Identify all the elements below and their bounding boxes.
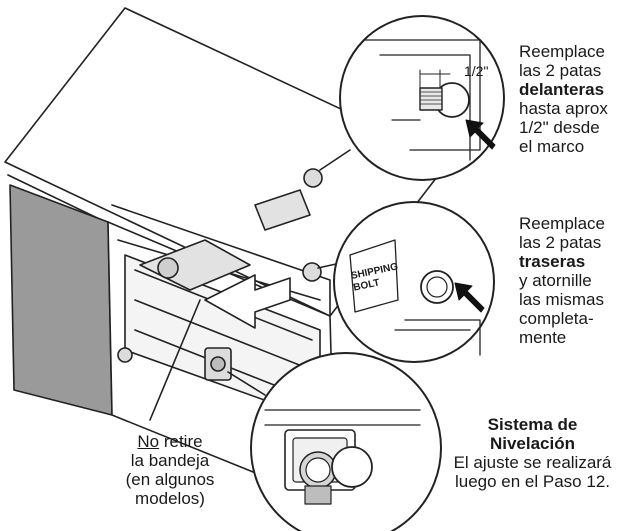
tray-note-line4: modelos) [135,489,205,508]
rear-legs-line3: traseras [519,252,586,271]
tray-leader-line [149,299,201,421]
rear-legs-line6: completa- [519,309,594,328]
leveling-line2: luego en el Paso 12. [454,472,610,491]
rear-leg-zoom-circle [333,201,495,363]
tray-note-no: No [137,432,160,451]
appliance-side-panel [9,184,113,416]
front-leg-marker [303,168,323,188]
leveling-title-line1: Sistema de [487,415,578,434]
rear-legs-line2: las 2 patas [519,233,602,252]
tray-note: No retire la bandeja (en algunos modelos… [100,432,240,508]
front-legs-line6: el marco [519,137,585,156]
rear-legs-line1: Reemplace [519,214,605,233]
rear-legs-line7: mente [519,328,567,347]
tray-note-line3: (en algunos [125,470,215,489]
front-legs-line2: las 2 patas [519,61,602,80]
rear-legs-line5: las mismas [519,290,605,309]
front-legs-line4: hasta aprox [519,99,608,118]
tray-note-line1: No retire [100,432,240,451]
leveling-system-callout: Sistema de Nivelación El ajuste se reali… [440,415,625,491]
measure-label: 1/2" [464,63,489,79]
tray-note-line2: la bandeja [130,451,210,470]
front-leg-arrow [465,119,496,150]
front-leg-zoom-circle [339,15,505,181]
rear-leg-marker [302,262,322,282]
leveling-line1: El ajuste se realizará [453,453,612,472]
rear-legs-line4: y atornille [519,271,592,290]
rear-legs-callout: Reemplace las 2 patas traseras y atornil… [519,214,605,347]
front-legs-line5: 1/2" desde [519,118,600,137]
tray-note-rest: retire [159,432,203,451]
leveling-title-line2: Nivelación [489,434,576,453]
tray-arrow [204,274,291,329]
leveling-zoom-circle [250,352,442,531]
front-legs-line3: delanteras [519,80,605,99]
front-legs-line1: Reemplace [519,42,605,61]
front-legs-callout: Reemplace las 2 patas delanteras hasta a… [519,42,608,156]
rear-leg-arrow [454,282,485,313]
